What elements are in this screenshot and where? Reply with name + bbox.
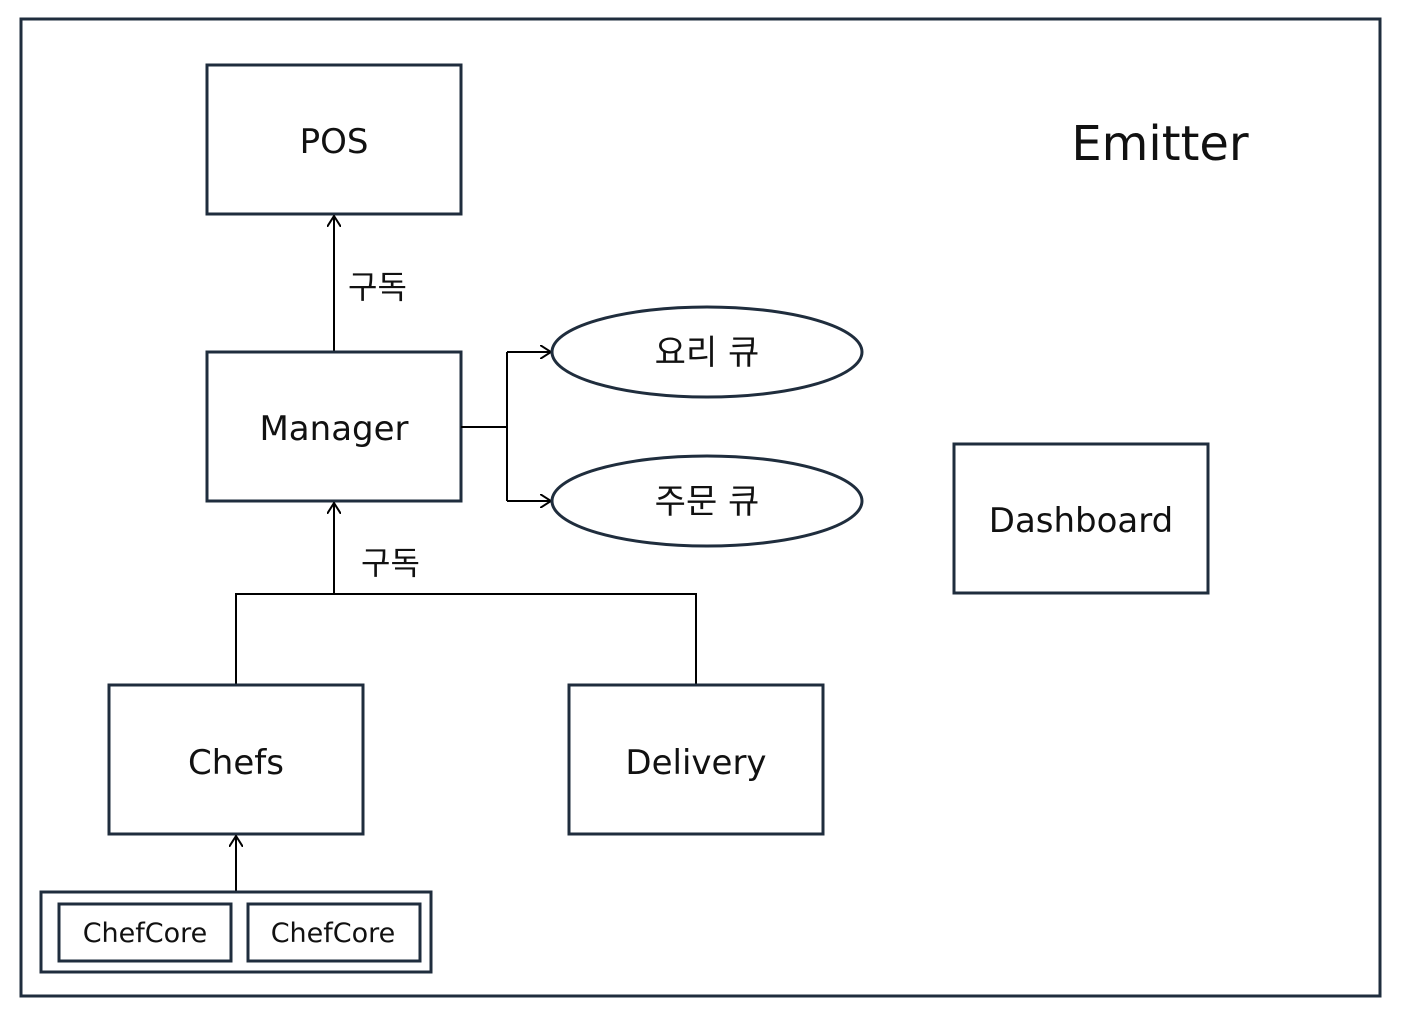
manager-to-queues-connector <box>461 352 508 501</box>
pos-label: POS <box>300 122 369 162</box>
delivery-node: Delivery <box>567 683 825 836</box>
cook-queue-node: 요리 큐 <box>550 305 864 399</box>
manager-label: Manager <box>259 409 408 449</box>
chefcore-node-2: ChefCore <box>246 902 422 963</box>
dashboard-label: Dashboard <box>989 501 1173 541</box>
dashboard-node: Dashboard <box>952 442 1210 595</box>
workers-to-manager-connector <box>235 593 697 685</box>
cook-queue-label: 요리 큐 <box>655 333 760 373</box>
workers-to-manager-label: 구독 <box>361 544 420 582</box>
chefcore-node-1: ChefCore <box>57 902 233 963</box>
order-queue-label: 주문 큐 <box>655 482 760 522</box>
chefcore-group <box>39 890 433 974</box>
emitter-container <box>19 17 1382 998</box>
manager-to-pos-label: 구독 <box>348 268 407 306</box>
delivery-label: Delivery <box>625 743 766 783</box>
chefcore-label-2: ChefCore <box>271 918 396 949</box>
chefcore-label-1: ChefCore <box>83 918 208 949</box>
chefs-node: Chefs <box>107 683 365 836</box>
manager-node: Manager <box>205 350 463 503</box>
chefs-label: Chefs <box>188 743 284 783</box>
pos-node: POS <box>205 63 463 216</box>
order-queue-node: 주문 큐 <box>550 454 864 548</box>
emitter-title: Emitter <box>1071 116 1249 172</box>
